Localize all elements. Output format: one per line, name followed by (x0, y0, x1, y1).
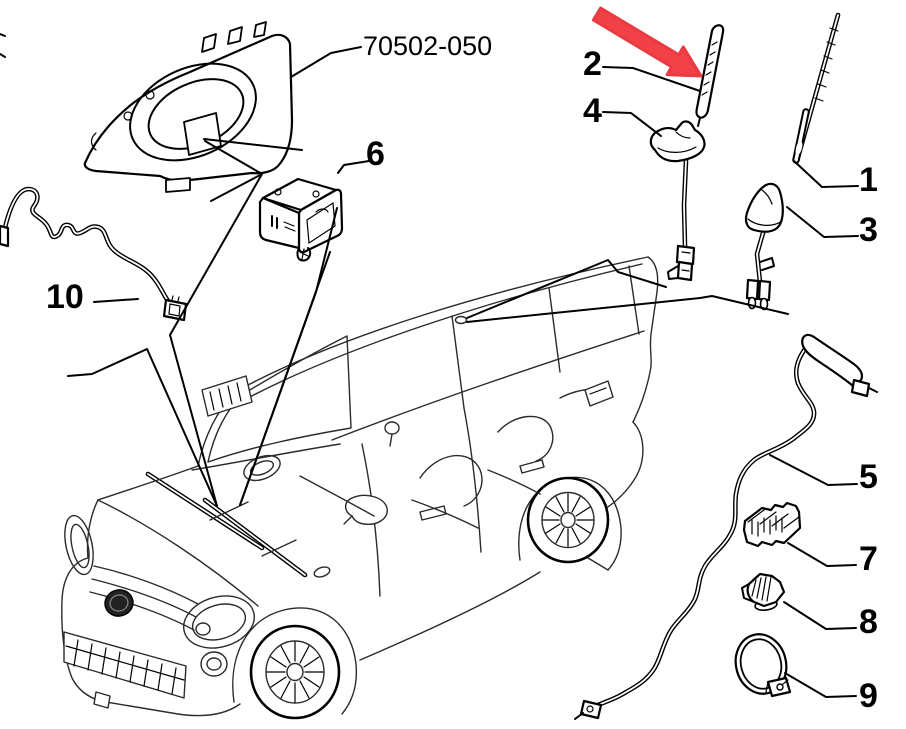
antenna-mast-short-part (695, 24, 725, 127)
callout-10: 10 (46, 278, 84, 316)
rear-wheel (526, 476, 610, 564)
callout-1: 1 (859, 161, 878, 199)
callout-4: 4 (583, 92, 602, 130)
callout-9: 9 (859, 677, 878, 715)
callout-8: 8 (859, 603, 878, 641)
part-code-label: 70502-050 (363, 31, 492, 61)
car-illustration (61, 256, 659, 720)
door-handle (519, 459, 545, 474)
callout-3: 3 (859, 211, 878, 249)
callout-2: 2 (583, 45, 602, 83)
highlight-arrow (591, 6, 703, 78)
leader-lines (67, 46, 859, 698)
headlights (64, 514, 255, 649)
fiat-badge (104, 589, 134, 617)
antenna-base-cable-part (744, 182, 784, 311)
grommet-clip-part (741, 572, 786, 611)
taillight (584, 380, 614, 407)
grille (89, 565, 199, 631)
edge-marks (0, 33, 6, 58)
front-wheel (249, 624, 341, 720)
media-socket-module-part (258, 177, 344, 262)
interior-sketch (201, 375, 611, 529)
antenna-cable-part (574, 333, 878, 720)
callout-7: 7 (859, 540, 878, 578)
fog-lamp (200, 651, 228, 677)
lower-intake (63, 631, 187, 699)
roof-antenna-mount (454, 315, 468, 325)
side-mirror (344, 494, 388, 525)
callout-5: 5 (859, 458, 878, 496)
antenna-base-stem-part (649, 120, 706, 282)
wiper-blades (145, 471, 308, 578)
antenna-mast-long-part (792, 12, 841, 164)
dashboard-bezel-part (83, 21, 294, 193)
callout-6: 6 (366, 135, 385, 173)
cable-clip-block-part (742, 501, 802, 548)
ring-clamp-part (734, 633, 792, 698)
wiring-harness-part (0, 186, 188, 322)
